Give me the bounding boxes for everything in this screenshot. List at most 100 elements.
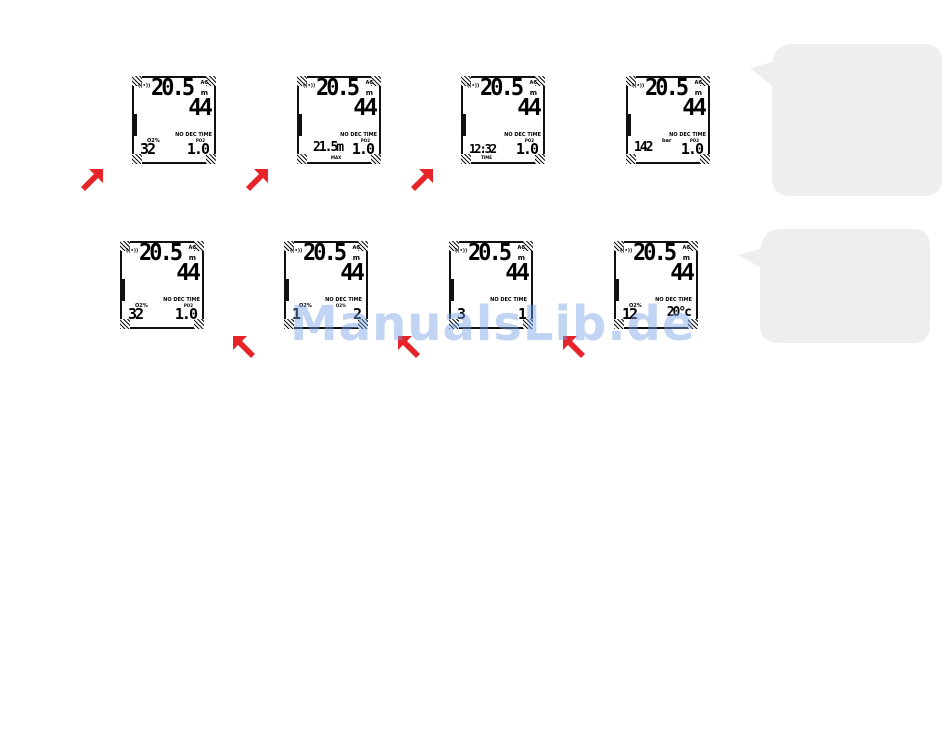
dive-screen-2: ((•)) 20.5 AC m 44 NO DEC TIME PO2 21.5m…	[297, 75, 381, 164]
right-value: 1	[517, 305, 527, 323]
unit-label: m	[682, 254, 690, 262]
no-deco-time-label: NO DEC TIME	[669, 132, 706, 138]
arrow-up-left-icon	[398, 336, 420, 358]
ac-label: AC	[694, 80, 702, 86]
right-label: PO2	[524, 138, 534, 143]
dive-screen-7: ((•)) 20.5 AC m 44 NO DEC TIME 3 1	[449, 240, 533, 329]
gauge-bar	[463, 114, 466, 136]
right-label: PO2	[689, 138, 699, 143]
unit-label: m	[529, 89, 537, 97]
left-value: 32	[128, 305, 144, 323]
gauge-bar	[616, 279, 619, 301]
left-label: bar	[662, 138, 672, 144]
no-deco-time-value: 44	[682, 95, 707, 121]
no-deco-time-label: NO DEC TIME	[163, 297, 200, 303]
ac-label: AC	[200, 80, 208, 86]
arrow-up-right-icon	[411, 169, 433, 191]
gauge-bar	[122, 279, 125, 301]
left-value: 142	[634, 140, 654, 155]
unit-label: m	[200, 89, 208, 97]
sub-label: MAX	[331, 155, 342, 160]
no-deco-time-value: 44	[517, 95, 542, 121]
left-label: O2%	[135, 303, 148, 309]
left-value: 21.5m	[313, 140, 344, 155]
left-label: O2%	[299, 303, 312, 309]
dive-screen-1: ((•)) 20.5 AC m 44 NO DEC TIME O2% PO2 3…	[132, 75, 216, 164]
depth-value: 20.5	[468, 240, 512, 266]
left-value: 1	[292, 305, 301, 323]
watermark: ManualsLib.de	[290, 296, 696, 352]
gauge-bar	[134, 114, 137, 136]
right-label: O2%	[335, 303, 346, 308]
unit-label: m	[365, 89, 373, 97]
no-deco-time-value: 44	[188, 95, 213, 121]
no-deco-time-label: NO DEC TIME	[490, 297, 527, 303]
ac-label: AC	[352, 245, 360, 251]
depth-value: 20.5	[633, 240, 677, 266]
signal-icon: ((•))	[620, 248, 633, 254]
dive-screen-8: ((•)) 20.5 AC m 44 NO DEC TIME O2% 12 20…	[614, 240, 698, 329]
arrow-up-left-icon	[233, 336, 255, 358]
no-deco-time-label: NO DEC TIME	[504, 132, 541, 138]
gauge-bar	[451, 279, 454, 301]
unit-label: m	[694, 89, 702, 97]
sub-label: TIME	[481, 155, 492, 160]
right-value: 1.0	[515, 140, 539, 158]
arrow-up-right-icon	[246, 169, 268, 191]
no-deco-time-value: 44	[176, 260, 201, 286]
signal-icon: ((•))	[290, 248, 303, 254]
signal-icon: ((•))	[632, 83, 645, 89]
right-label: PO2	[195, 138, 205, 143]
right-value: 2	[352, 305, 362, 323]
depth-value: 20.5	[139, 240, 183, 266]
ac-label: AC	[529, 80, 537, 86]
left-value: 3	[457, 305, 466, 323]
right-value: 1.0	[351, 140, 375, 158]
gauge-bar	[628, 114, 631, 136]
no-deco-time-label: NO DEC TIME	[655, 297, 692, 303]
gauge-bar	[299, 114, 302, 136]
signal-icon: ((•))	[455, 248, 468, 254]
depth-value: 20.5	[316, 75, 360, 101]
signal-icon: ((•))	[303, 83, 316, 89]
ac-label: AC	[188, 245, 196, 251]
no-deco-time-value: 44	[505, 260, 530, 286]
signal-icon: ((•))	[138, 83, 151, 89]
no-deco-time-value: 44	[353, 95, 378, 121]
right-label: PO2	[183, 303, 193, 308]
arrow-up-left-icon	[563, 336, 585, 358]
depth-value: 20.5	[151, 75, 195, 101]
unit-label: m	[517, 254, 525, 262]
no-deco-time-label: NO DEC TIME	[340, 132, 377, 138]
depth-value: 20.5	[480, 75, 524, 101]
left-label: O2%	[147, 138, 160, 144]
speech-bubble-1	[750, 44, 942, 196]
right-value: 1.0	[680, 140, 704, 158]
left-value: 32	[140, 140, 156, 158]
left-label: O2%	[629, 303, 642, 309]
no-deco-time-value: 44	[340, 260, 365, 286]
dive-screen-3: ((•)) 20.5 AC m 44 NO DEC TIME PO2 12:32…	[461, 75, 545, 164]
dive-screen-4: ((•)) 20.5 AC m 44 NO DEC TIME bar PO2 1…	[626, 75, 710, 164]
right-value: 20°c	[666, 305, 692, 320]
right-value: 1.0	[174, 305, 198, 323]
unit-label: m	[188, 254, 196, 262]
ac-label: AC	[682, 245, 690, 251]
unit-label: m	[352, 254, 360, 262]
dive-screen-5: ((•)) 20.5 AC m 44 NO DEC TIME O2% PO2 3…	[120, 240, 204, 329]
speech-bubble-2	[738, 229, 930, 343]
left-value: 12	[622, 305, 638, 323]
gauge-bar	[286, 279, 289, 301]
right-label: PO2	[360, 138, 370, 143]
left-value: 12:32	[469, 142, 497, 156]
no-deco-time-label: NO DEC TIME	[175, 132, 212, 138]
no-deco-time-value: 44	[670, 260, 695, 286]
ac-label: AC	[365, 80, 373, 86]
depth-value: 20.5	[645, 75, 689, 101]
arrow-up-right-icon	[81, 169, 103, 191]
ac-label: AC	[517, 245, 525, 251]
no-deco-time-label: NO DEC TIME	[325, 297, 362, 303]
signal-icon: ((•))	[467, 83, 480, 89]
right-value: 1.0	[186, 140, 210, 158]
dive-screen-6: ((•)) 20.5 AC m 44 NO DEC TIME O2% O2% 1…	[284, 240, 368, 329]
